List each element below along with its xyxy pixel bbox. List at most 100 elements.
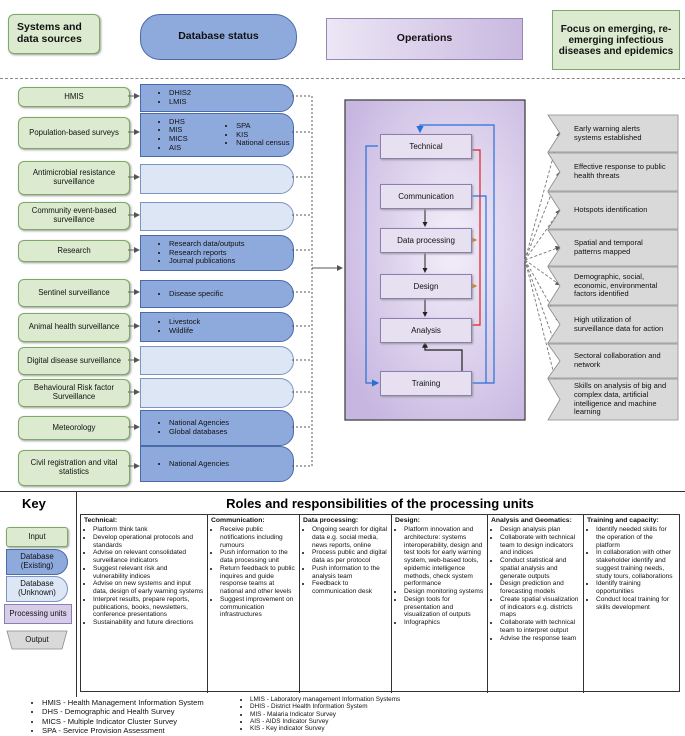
- role-item: Sustainability and future directions: [93, 619, 204, 627]
- database-box: Research data/outputsResearch reportsJou…: [140, 235, 294, 271]
- header-focus-label: Focus on emerging, re-emerging infectiou…: [558, 23, 674, 57]
- output-item: Spatial and temporal patterns mapped: [548, 230, 678, 266]
- abbreviation-item: KIS - Key indicator Survey: [250, 725, 490, 732]
- role-item: Feedback to communication desk: [312, 580, 388, 596]
- role-item: Ongoing search for digital data e.g. soc…: [312, 526, 388, 549]
- abbreviations-right: LMIS - Laboratory management Information…: [238, 696, 490, 733]
- key-processing-label: Processing units: [9, 608, 67, 618]
- unit-data-processing: Data processing: [380, 228, 472, 253]
- database-item: Global databases: [169, 427, 229, 437]
- database-item: SPA: [236, 121, 293, 131]
- role-title: Design:: [395, 517, 420, 524]
- key-divider: [76, 491, 77, 697]
- output-item: Skills on analysis of big and complex da…: [548, 379, 678, 420]
- role-item: In collaboration with other stakeholder …: [596, 549, 676, 580]
- database-box: National AgenciesGlobal databases: [140, 410, 294, 446]
- database-item: Livestock: [169, 318, 200, 327]
- key-input-label: Input: [28, 531, 46, 541]
- role-technical: Technical: Platform think tank Develop o…: [81, 515, 208, 693]
- role-item: Collaborate with technical team to inter…: [500, 619, 580, 635]
- abbreviation-item: SPA - Service Provision Assessment: [42, 726, 252, 735]
- role-item: Suggest relevant risk and vulnerability …: [93, 565, 204, 581]
- input-box: HMIS: [18, 87, 130, 107]
- database-item: Wildlife: [169, 326, 200, 336]
- unit-label: Analysis: [411, 326, 441, 335]
- database-box: [140, 164, 294, 194]
- database-item: KIS: [236, 130, 293, 140]
- role-communication: Communication: Receive public notificati…: [208, 515, 300, 693]
- abbreviation-item: MIS - Malaria Indicator Survey: [250, 711, 490, 718]
- output-label: High utilization of surveillance data fo…: [574, 314, 664, 333]
- role-item: Design analysis plan: [500, 526, 580, 534]
- database-item: Research reports: [169, 248, 244, 258]
- unit-label: Data processing: [397, 236, 455, 245]
- role-title: Analysis and Geomatics:: [491, 517, 572, 524]
- role-item: Return feedback to public inquires and g…: [220, 565, 296, 596]
- key-title: Key: [22, 496, 46, 511]
- unit-communication: Communication: [380, 184, 472, 209]
- role-item: Advise on new systems and input data, de…: [93, 580, 204, 596]
- role-item: Platform innovation and architecture: sy…: [404, 526, 484, 588]
- input-label: HMIS: [64, 91, 84, 101]
- database-box: [140, 202, 294, 231]
- input-label: Digital disease surveillance: [26, 355, 122, 365]
- output-item: Hotspots identification: [548, 192, 678, 229]
- input-arrows: [128, 93, 140, 469]
- input-box: Behavioural Risk factor Surveillance: [18, 379, 130, 407]
- output-label: Demographic, social, economic, environme…: [574, 272, 658, 299]
- abbreviation-item: AIS - AIDS Indicator Survey: [250, 718, 490, 725]
- key-output-label: Output: [25, 634, 49, 644]
- output-label: Early warning alerts systems established: [574, 123, 642, 142]
- unit-label: Design: [413, 282, 439, 291]
- key-db-unknown-label: Database (Unknown): [18, 579, 56, 597]
- role-title: Training and capacity:: [587, 517, 659, 524]
- role-item: Receive public notifications including r…: [220, 526, 296, 549]
- role-item: Identify training opportunities: [596, 580, 676, 596]
- role-title: Data processing:: [303, 517, 359, 524]
- abbreviation-item: HMIS - Health Management Information Sys…: [42, 698, 252, 707]
- roles-table-border: [80, 514, 680, 692]
- database-item: AIS: [169, 143, 222, 153]
- output-item: Effective response to public health thre…: [548, 153, 678, 191]
- key-processing: Processing units: [4, 604, 72, 624]
- role-item: Design monitoring systems: [404, 588, 484, 596]
- header-systems-label: Systems and data sources: [17, 21, 82, 45]
- role-training: Training and capacity: Identify needed s…: [584, 515, 679, 693]
- abbreviation-item: DHIS - District Health Information Syste…: [250, 703, 490, 710]
- database-item: National Agencies: [169, 419, 229, 428]
- input-label: Meteorology: [52, 422, 96, 432]
- unit-label: Training: [411, 379, 441, 388]
- input-box: Civil registration and vital statistics: [18, 450, 130, 486]
- role-item: Suggest improvement on communication inf…: [220, 596, 296, 619]
- database-box: Disease specific: [140, 280, 294, 308]
- abbreviation-item: MICS - Multiple Indicator Cluster Survey: [42, 717, 252, 726]
- role-item: Infographics: [404, 619, 484, 627]
- database-item: LMIS: [169, 97, 191, 107]
- abbreviations-left: HMIS - Health Management Information Sys…: [30, 698, 252, 736]
- database-item: Research data/outputs: [169, 239, 244, 249]
- input-label: Animal health surveillance: [28, 322, 120, 332]
- input-label: Behavioural Risk factor Surveillance: [33, 383, 115, 401]
- database-item: DHIS2: [169, 89, 191, 98]
- input-box: Population-based surveys: [18, 117, 130, 149]
- role-title: Technical:: [84, 517, 118, 524]
- input-box: Community event-based surveillance: [18, 202, 130, 230]
- database-item: National Agencies: [169, 459, 229, 469]
- unit-training: Training: [380, 371, 472, 396]
- role-item: Collaborate with technical team to desig…: [500, 534, 580, 557]
- header-divider: [0, 78, 685, 79]
- input-label: Community event-based surveillance: [31, 206, 117, 224]
- database-item: MIS: [169, 126, 222, 135]
- database-item: Disease specific: [169, 289, 223, 299]
- input-box: Animal health surveillance: [18, 313, 130, 342]
- header-systems: Systems and data sources: [8, 14, 100, 54]
- role-item: Conduct statistical and spatial analysis…: [500, 557, 580, 580]
- role-item: Platform think tank: [93, 526, 204, 534]
- header-focus: Focus on emerging, re-emerging infectiou…: [552, 10, 680, 70]
- input-label: Antimicrobial resistance surveillance: [32, 168, 116, 186]
- input-box: Digital disease surveillance: [18, 347, 130, 375]
- input-label: Civil registration and vital statistics: [30, 458, 118, 476]
- header-database-status: Database status: [140, 14, 297, 60]
- role-item: Design prediction and forecasting models: [500, 580, 580, 596]
- role-item: Push information to the data processing …: [220, 549, 296, 565]
